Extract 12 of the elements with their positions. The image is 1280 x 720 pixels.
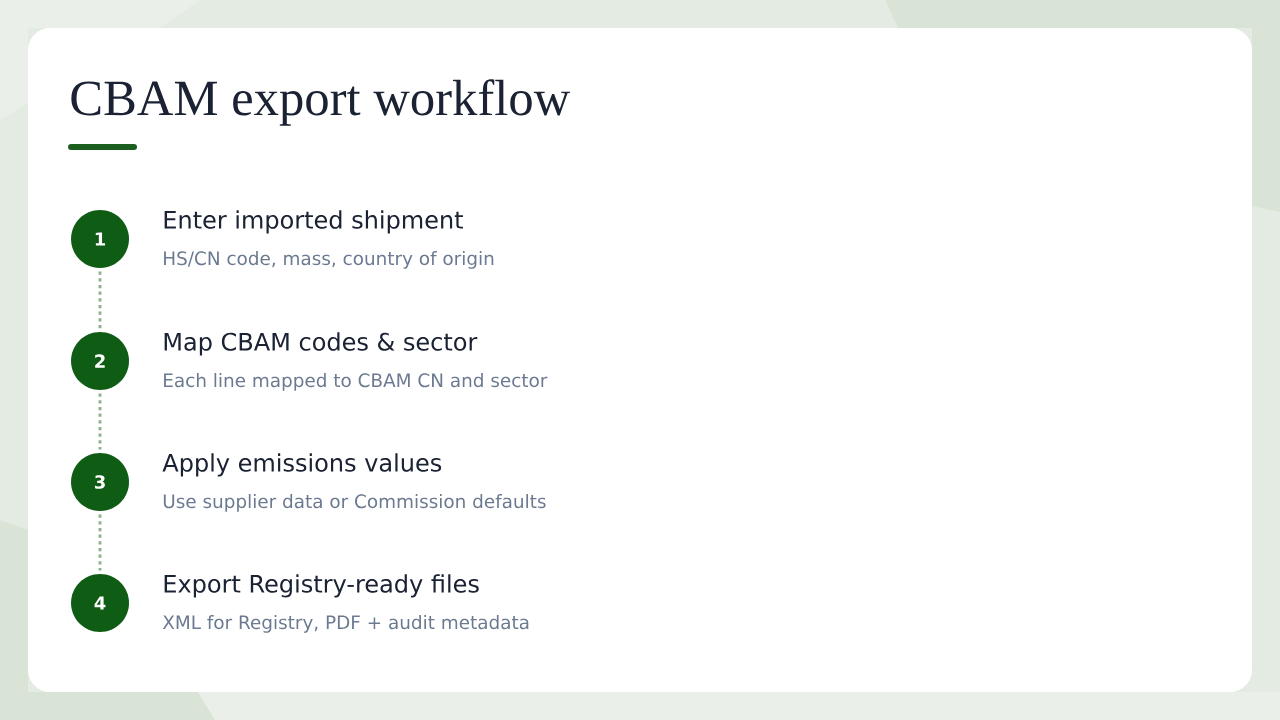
step-description: HS/CN code, mass, country of origin bbox=[164, 251, 494, 269]
dotted-connector bbox=[98, 514, 102, 571]
step-title: Apply emissions values bbox=[162, 453, 442, 477]
title: CBAM export workflow bbox=[71, 79, 571, 126]
step-description: Use supplier data or Commission defaults bbox=[163, 494, 546, 512]
step-description: XML for Registry, PDF + audit metadata bbox=[162, 615, 529, 633]
step-title: Enter imported shipment bbox=[164, 210, 463, 234]
dotted-connector bbox=[98, 393, 102, 450]
step-description: Each line mapped to CBAM CN and sector bbox=[164, 373, 548, 391]
dotted-connector bbox=[98, 271, 102, 329]
step-title: Export Registry-ready files bbox=[164, 574, 479, 598]
step-title: Map CBAM codes & sector bbox=[164, 332, 478, 356]
